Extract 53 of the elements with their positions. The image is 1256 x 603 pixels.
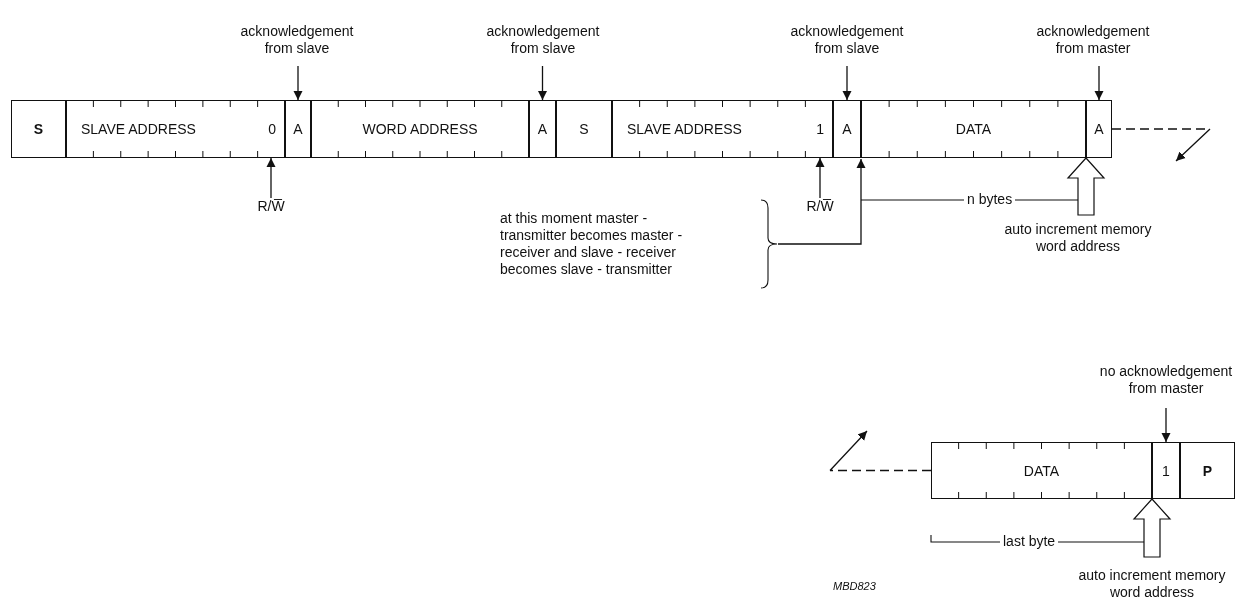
note-text: at this moment master - transmitter becomes master - receiver and slave - receiver becomes slave - transmitter [500, 210, 684, 278]
frame-field [833, 100, 861, 158]
callout-text: auto increment memory word address [1077, 557, 1227, 601]
arrow [842, 65, 852, 101]
frame-field [1086, 100, 1112, 158]
field-label: DATA [1023, 462, 1060, 479]
callout-text: auto increment memory word address [1003, 215, 1153, 255]
frame-field [931, 442, 1152, 499]
frame-field [11, 100, 66, 158]
frame-field [66, 100, 285, 158]
field-label: A [1094, 121, 1104, 137]
figure-code: MBD823 [830, 580, 879, 592]
callout-text: R/W̅ [251, 198, 291, 218]
field-label: SLAVE ADDRESS [627, 121, 742, 137]
continuation-arrow [1111, 128, 1212, 162]
field-label: S [579, 121, 589, 137]
callout-text: acknowledgement from slave [787, 14, 907, 66]
callout-text: acknowledgement from slave [237, 14, 357, 66]
arrow [777, 158, 866, 245]
frame-field [612, 100, 833, 158]
continuation-arrow [828, 430, 932, 472]
field-label: A [842, 121, 852, 137]
hollow-arrow [1132, 498, 1172, 558]
callout-text: R/W̅ [800, 198, 840, 218]
field-label: 1 [1162, 462, 1170, 479]
callout-text: acknowledgement from master [1033, 14, 1153, 66]
dimension-label: last byte [1000, 533, 1059, 549]
frame-field [311, 100, 529, 158]
bit-value: 1 [816, 121, 824, 137]
arrow [1094, 65, 1104, 101]
arrow [538, 65, 547, 101]
field-label: SLAVE ADDRESS [81, 121, 196, 137]
frame-field [556, 100, 612, 158]
callout-text: acknowledgement from slave [483, 14, 603, 66]
arrow [815, 157, 825, 199]
arrow [266, 157, 276, 199]
field-label: P [1202, 462, 1213, 479]
bit-value: 0 [268, 121, 276, 137]
hollow-arrow [1066, 157, 1106, 216]
dimension-label: n bytes [964, 191, 1016, 207]
field-label: WORD ADDRESS [362, 121, 478, 137]
arrow [293, 65, 303, 101]
frame-field [861, 100, 1086, 158]
frame-field [1152, 442, 1180, 499]
callout-text: no acknowledgement from master [1084, 352, 1248, 408]
field-label: A [293, 121, 303, 137]
arrow [1161, 407, 1171, 443]
frame-field [529, 100, 556, 158]
field-label: A [537, 121, 548, 137]
field-label: S [33, 121, 44, 137]
frame-field [1180, 442, 1235, 499]
frame-field [285, 100, 311, 158]
field-label: DATA [955, 121, 992, 137]
